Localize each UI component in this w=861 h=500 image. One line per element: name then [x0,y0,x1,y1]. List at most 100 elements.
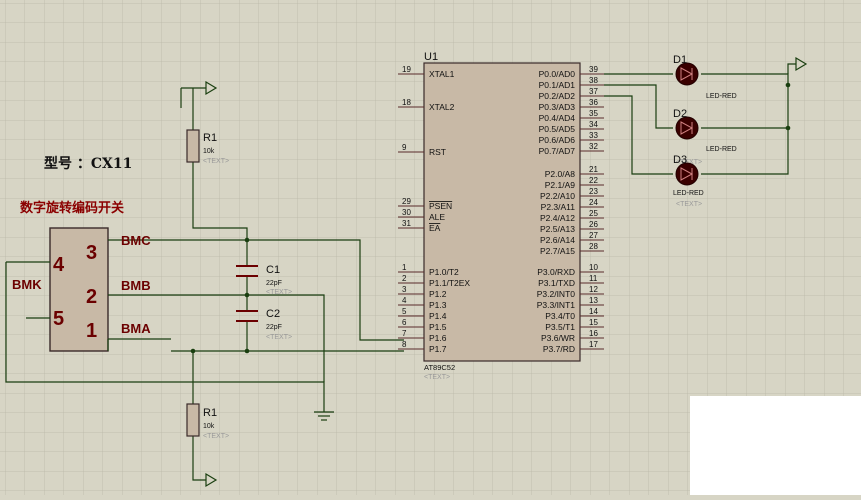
wires [5,63,796,481]
resistor-top[interactable]: R1 10k <TEXT> [186,129,229,165]
mcu-pin-name: P1.5 [429,322,447,332]
mcu-pin-name: P0.5/AD5 [539,124,576,134]
mcu-part: AT89C52 [424,363,455,372]
mcu-pin-number: 38 [589,76,598,85]
encoder-pin-4: 4 [53,254,65,276]
mcu-pin-13[interactable]: 13 P3.3/INT1 [537,296,604,310]
power-terminal-bottom [205,472,218,488]
mcu-pin-number: 37 [589,87,598,96]
mcu-pin-name: P3.7/RD [543,344,575,354]
mcu-pin-6[interactable]: 6 P1.5 [398,318,447,332]
mcu-pin-number: 15 [589,318,598,327]
resistor-bottom-text: <TEXT> [203,433,229,440]
mcu-pin-number: 6 [402,318,407,327]
capacitor-c1[interactable]: C1 22pF <TEXT> [236,264,292,296]
mcu-pin-name: P0.2/AD2 [539,91,576,101]
mcu-pin-12[interactable]: 12 P3.2/INT0 [537,285,604,299]
mcu-pin-name: P3.3/INT1 [537,300,576,310]
mcu-pin-30[interactable]: 30 ALE [398,208,445,222]
mcu-pin-36[interactable]: 36 P0.3/AD3 [539,98,604,112]
mcu-pin-number: 39 [589,65,598,74]
mcu-pin-name: P0.3/AD3 [539,102,576,112]
mcu-pin-15[interactable]: 15 P3.5/T1 [545,318,604,332]
encoder-body [49,227,109,352]
mcu-pin-number: 12 [589,285,598,294]
mcu-pin-39[interactable]: 39 P0.0/AD0 [539,65,604,79]
rotary-encoder[interactable]: 3 2 1 4 5 [6,227,171,352]
mcu-pin-name: P0.0/AD0 [539,69,576,79]
resistor-bottom[interactable]: R1 10k <TEXT> [186,403,229,440]
mcu-pin-name: P2.3/A11 [541,202,576,212]
mcu-pin-number: 30 [402,208,411,217]
led-ref: D1 [673,54,687,66]
mcu-pin-37[interactable]: 37 P0.2/AD2 [539,87,604,101]
device-label: 数字旋转编码开关 [20,200,124,215]
mcu-pin-name: P3.2/INT0 [537,289,576,299]
mcu-pin-name: P3.0/RXD [537,267,575,277]
mcu-ref: U1 [424,51,438,63]
mcu-pin-number: 36 [589,98,598,107]
encoder-pin-3: 3 [86,242,97,264]
mcu-pin-number: 22 [589,176,598,185]
mcu-pin-9[interactable]: 9 RST [398,143,446,157]
mcu-pin-name: ALE [429,212,445,222]
mcu-pin-8[interactable]: 8 P1.7 [398,340,447,354]
power-terminal-right [795,56,808,72]
junctions [190,82,791,354]
mcu-pin-name: PSEN [429,201,452,211]
mcu-pin-name: P1.7 [429,344,447,354]
capacitor-c2[interactable]: C2 22pF <TEXT> [236,308,292,341]
mcu-pin-name: P1.3 [429,300,447,310]
mcu-pin-name: P3.5/T1 [545,322,575,332]
mcu-pin-name: RST [429,147,446,157]
mcu-pin-number: 1 [402,263,407,272]
encoder-pin-1: 1 [86,320,97,342]
encoder-side-label: BMK [12,277,42,292]
mcu-pin-number: 4 [402,296,407,305]
mcu-pin-number: 34 [589,120,598,129]
mcu-pin-1[interactable]: 1 P1.0/T2 [398,263,459,277]
mcu-pin-number: 9 [402,143,407,152]
mcu-pin-24[interactable]: 24 P2.3/A11 [541,198,604,212]
mcu-pin-number: 10 [589,263,598,272]
mcu-pin-number: 24 [589,198,598,207]
encoder-pin-5: 5 [53,308,64,330]
mcu-pin-number: 13 [589,296,598,305]
mcu-pin-number: 25 [589,209,598,218]
mcu-pin-name: P1.0/T2 [429,267,459,277]
mcu-pin-4[interactable]: 4 P1.3 [398,296,447,310]
mcu-pin-name: P2.2/A10 [540,191,575,201]
mcu-pin-number: 8 [402,340,407,349]
mcu-pin-34[interactable]: 34 P0.5/AD5 [539,120,604,134]
mcu-pin-10[interactable]: 10 P3.0/RXD [537,263,604,277]
mcu-pin-number: 16 [589,329,598,338]
